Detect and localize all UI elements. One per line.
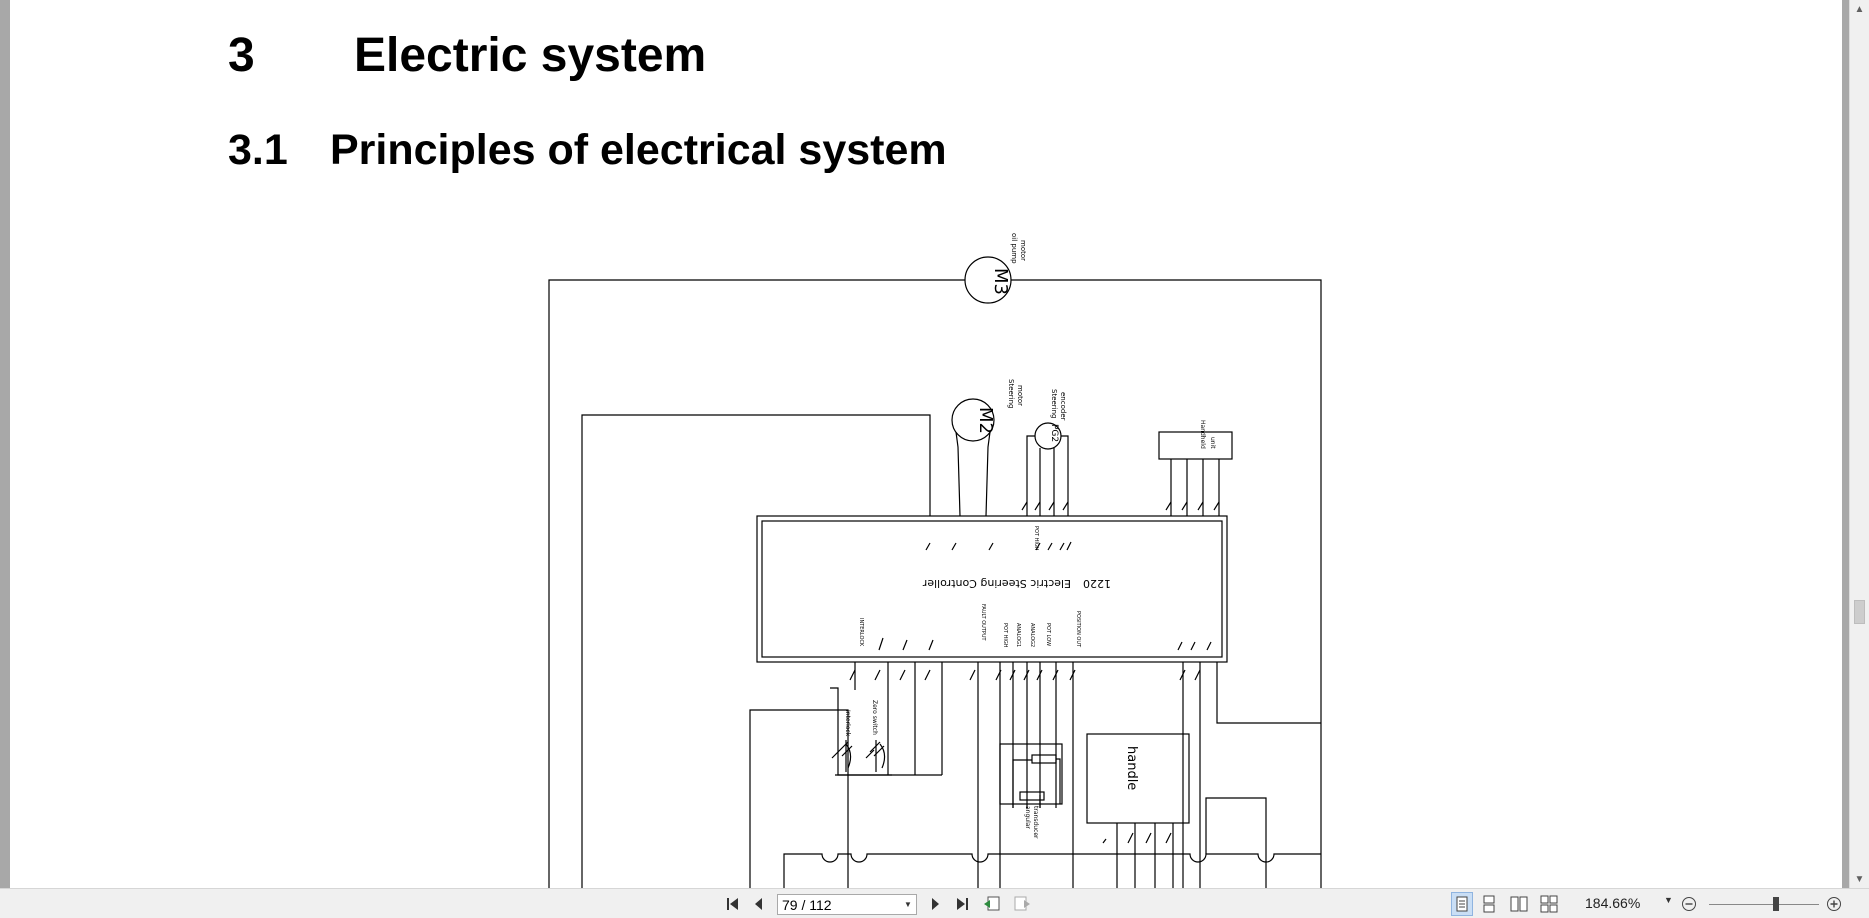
next-page-icon[interactable] [924,892,946,916]
chevron-down-icon[interactable]: ▼ [904,900,912,909]
zoom-level[interactable]: 184.66% [1585,895,1641,911]
electrical-schematic: M3 oil pump motor M2 Steering motor PG2 … [548,233,1322,888]
scrollbar-thumb[interactable] [1854,600,1865,624]
pin-position-out: POSITION OUT [1075,611,1081,648]
bus-wire [783,853,1321,888]
pg2-symbol-label: PG2 [1049,424,1059,442]
vertical-scrollbar[interactable]: ▲ ▼ [1849,0,1869,888]
pdf-page: 3 Electric system 3.1 Principles of elec… [10,0,1842,888]
m2-label-2: motor [1016,385,1024,406]
pin-pot-low: POT LOW [1045,623,1051,646]
scroll-up-icon[interactable]: ▲ [1854,3,1865,15]
m3-label-1: oil pump [1010,233,1018,264]
angular-transducer-box [999,743,1063,805]
steering-controller-inner [761,520,1223,658]
oil-pump-wire [548,279,1322,888]
document-viewer[interactable]: 3 Electric system 3.1 Principles of elec… [0,0,1849,888]
handheld-unit-box [1158,431,1233,460]
steering-motor-wire [581,414,931,888]
continuous-page-icon[interactable] [1478,892,1500,916]
pin-analog1: ANALOG1 [1015,623,1021,647]
pin-pot-high-top: POT HIGH [1033,526,1039,551]
handle-label: handle [1124,746,1139,790]
m3-label-2: motor [1019,240,1027,261]
m2-motor-symbol [951,398,995,442]
transducer-label-1: angular [1024,806,1031,829]
section-number: 3.1 [228,126,288,174]
section-title: Principles of electrical system [330,126,947,174]
zero-switch-icon [865,741,886,769]
handle-box [1086,733,1190,824]
controller-name: 1220Electric Steering Controller [922,577,1111,590]
zoom-slider-track[interactable] [1709,904,1819,905]
steering-controller-outer [756,515,1228,663]
previous-page-icon[interactable] [748,892,770,916]
handheld-label-1: Handheld [1199,420,1206,449]
pin-interlock: INTERLOCK [858,618,864,647]
zoom-chevron-down-icon[interactable]: ▼ [1664,895,1673,905]
pin-pot-high: POT HIGH [1002,623,1008,648]
last-page-icon[interactable] [950,892,974,916]
transducer-label-2: transducer [1032,806,1039,839]
zero-switch-label: Zero switch [871,700,878,735]
zoom-out-icon[interactable] [1679,892,1699,916]
bottom-toolbar: 79 / 112 ▼ 184.66% ▼ [0,888,1869,918]
zoom-in-icon[interactable] [1824,892,1844,916]
continuous-facing-icon[interactable] [1538,892,1560,916]
pin-analog2: ANALOG2 [1029,623,1035,647]
pg2-label-1: Steering [1050,389,1058,419]
previous-view-icon[interactable] [980,892,1004,916]
switch-loop-wire [749,709,849,888]
pg2-label-2: encoder [1059,392,1067,421]
handheld-label-2: unit [1209,437,1216,449]
pin-fault-output: FAULT OUTPUT [980,604,986,642]
interlock-label: Interlock [844,710,851,737]
page-number-field[interactable]: 79 / 112 ▼ [777,894,917,915]
page-number-value[interactable]: 79 / 112 [782,896,832,913]
m2-label-1: Steering [1007,379,1015,409]
facing-pages-icon[interactable] [1508,892,1530,916]
m2-symbol-label: M2 [975,407,996,434]
single-page-icon[interactable] [1451,892,1473,916]
scroll-down-icon[interactable]: ▼ [1854,873,1865,885]
m3-motor-symbol [964,256,1012,304]
next-view-icon[interactable] [1010,892,1034,916]
zoom-slider-thumb[interactable] [1773,897,1779,911]
chapter-number: 3 [228,29,255,82]
interlock-switch-icon [831,741,853,769]
m3-symbol-label: M3 [990,268,1011,295]
chapter-title: Electric system [354,29,707,82]
first-page-icon[interactable] [722,892,744,916]
